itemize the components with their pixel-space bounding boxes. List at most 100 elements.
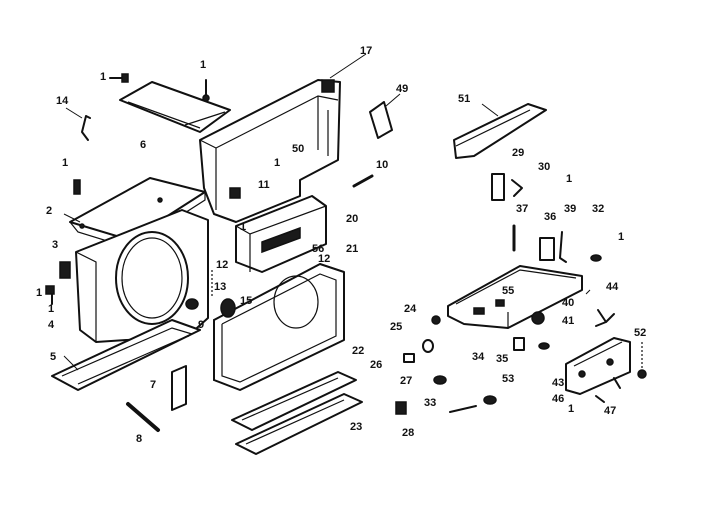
callout-1: 1 <box>566 173 572 185</box>
callout-56: 56 <box>312 243 324 255</box>
callout-24: 24 <box>404 303 417 315</box>
part-30-clip <box>511 179 523 197</box>
callout-23: 23 <box>350 421 362 433</box>
part-53-washer <box>538 342 550 350</box>
callout-2: 2 <box>46 205 52 217</box>
part-36-capacitor <box>539 237 555 261</box>
callout-12: 12 <box>216 259 228 271</box>
callout-7: 7 <box>150 379 156 391</box>
callout-46: 46 <box>552 393 564 405</box>
callout-52: 52 <box>634 327 646 339</box>
callout-1: 1 <box>62 157 68 169</box>
part-20-control-box <box>235 195 327 273</box>
part-51-control-cover <box>453 103 547 159</box>
part-1-screw-left-c <box>45 285 55 305</box>
callout-1: 1 <box>200 59 206 71</box>
callout-12: 12 <box>318 253 330 265</box>
callout-labels: 1 1 14 6 17 49 51 50 1 10 29 30 1 1 11 2… <box>36 45 646 445</box>
callout-1: 1 <box>618 231 624 243</box>
callout-1: 1 <box>36 287 42 299</box>
part-44-knob <box>595 309 615 327</box>
callout-10: 10 <box>376 159 388 171</box>
callout-20: 20 <box>346 213 358 225</box>
callout-5: 5 <box>50 351 56 363</box>
part-39-terminal <box>559 231 567 263</box>
part-41-gear <box>531 311 545 325</box>
part-6-top-plate <box>119 81 231 133</box>
part-35-relay <box>513 337 525 351</box>
callout-29: 29 <box>512 147 524 159</box>
part-23-drip-pan <box>235 393 363 455</box>
callout-26: 26 <box>370 359 382 371</box>
callout-8: 8 <box>136 433 142 445</box>
callout-50: 50 <box>292 143 304 155</box>
callout-35: 35 <box>496 353 508 365</box>
callout-14: 14 <box>56 95 69 107</box>
callout-55: 55 <box>502 285 514 297</box>
callout-3: 3 <box>52 239 58 251</box>
part-32-screw <box>590 254 602 262</box>
callout-53: 53 <box>502 373 514 385</box>
part-46-control-panel <box>565 337 631 395</box>
callout-34: 34 <box>472 351 485 363</box>
part-14-clip <box>81 115 91 141</box>
part-1-screw-top <box>202 79 210 102</box>
part-9-knob <box>185 298 199 310</box>
part-26-bushing <box>403 353 415 363</box>
part-55-control-chassis <box>447 265 583 329</box>
callout-32: 32 <box>592 203 604 215</box>
callout-1: 1 <box>568 403 574 415</box>
callout-49: 49 <box>396 83 408 95</box>
part-52-screw <box>637 342 647 379</box>
part-27-washer <box>433 375 447 385</box>
part-2-front-top-panel <box>69 177 206 249</box>
callout-43: 43 <box>552 377 564 389</box>
part-22-tray <box>231 371 357 431</box>
callout-39: 39 <box>564 203 576 215</box>
part-4-front-housing <box>59 209 209 343</box>
part-24-nut <box>431 315 441 325</box>
callout-1: 1 <box>274 157 280 169</box>
callout-51: 51 <box>458 93 470 105</box>
part-21-rear-frame <box>213 263 345 391</box>
callout-44: 44 <box>606 281 619 293</box>
callout-30: 30 <box>538 161 550 173</box>
callout-37: 37 <box>516 203 528 215</box>
part-47-screw <box>595 395 605 403</box>
callout-9: 9 <box>198 319 204 331</box>
callout-27: 27 <box>400 375 412 387</box>
callout-15: 15 <box>240 295 252 307</box>
callout-33: 33 <box>424 397 436 409</box>
callout-6: 6 <box>140 139 146 151</box>
part-29-switch <box>491 173 505 201</box>
part-5-base-tray <box>51 319 201 391</box>
callout-11: 11 <box>258 179 270 191</box>
part-17-upper-housing <box>199 79 341 223</box>
callout-4: 4 <box>48 319 55 331</box>
part-28-connector <box>395 401 407 415</box>
part-7-bracket <box>171 365 187 411</box>
part-8-shaft <box>126 402 160 432</box>
callout-1: 1 <box>48 303 54 315</box>
part-33-knob-shaft <box>449 395 497 413</box>
callout-47: 47 <box>604 405 616 417</box>
part-10-pin <box>352 174 374 188</box>
callout-40: 40 <box>562 297 574 309</box>
part-15-bearing <box>220 298 236 318</box>
callout-1: 1 <box>100 71 106 83</box>
callout-22: 22 <box>352 345 364 357</box>
part-1-screw-left-a <box>109 73 129 83</box>
part-49-filter <box>369 101 393 139</box>
callout-17: 17 <box>360 45 372 57</box>
part-25-grommet <box>422 339 434 353</box>
callout-28: 28 <box>402 427 414 439</box>
leader-lines <box>63 53 591 371</box>
callout-21: 21 <box>346 243 358 255</box>
callout-41: 41 <box>562 315 574 327</box>
callout-25: 25 <box>390 321 402 333</box>
callout-36: 36 <box>544 211 556 223</box>
callout-13: 13 <box>214 281 226 293</box>
part-1-screw-left-b <box>73 179 81 195</box>
